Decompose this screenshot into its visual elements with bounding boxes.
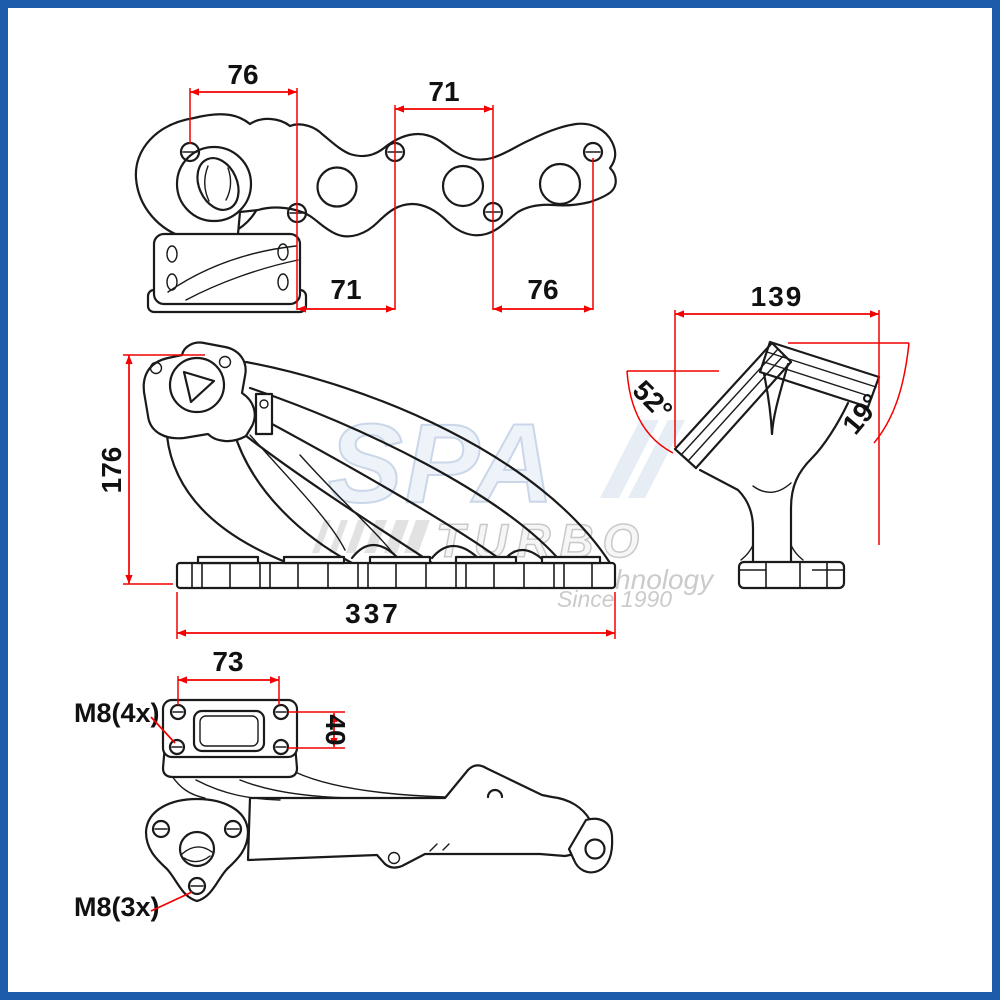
end-view-dimensions: 139 52° 19° (626, 281, 910, 545)
collector-merge-lines (171, 771, 446, 801)
dim-top-left-76: 76 (227, 59, 258, 90)
manifold-bottom-view: 73 40 M8(4x) M8(3x) (74, 646, 614, 922)
bracket-hole (259, 399, 269, 409)
watermark-slash-icon (628, 420, 685, 498)
outlet-port-detail (183, 855, 211, 863)
watermark-hatch-icon (312, 520, 430, 553)
base-flange-segments (739, 562, 844, 588)
label-thread-m8-4x: M8(4x) (74, 698, 160, 728)
leader-m8-3x (150, 891, 193, 912)
leader-m8-4x (150, 716, 176, 744)
inlet-vane-line (204, 165, 210, 202)
runner-pipe (698, 362, 850, 564)
turbo-flange-port-outer (192, 709, 266, 753)
flange-slot-hole (166, 245, 178, 263)
runner-tubes (165, 360, 612, 565)
runner-through-line (185, 259, 299, 301)
dim-top-mid-71: 71 (428, 76, 459, 107)
turbo-flange-port-inner (199, 715, 259, 747)
dim-bottom-right-76: 76 (527, 274, 558, 305)
body-lug-hole (387, 851, 401, 865)
dim-length-337: 337 (345, 598, 401, 629)
dim-height-176: 176 (96, 447, 127, 494)
end-view-base-flange (737, 560, 846, 590)
side-view-dimensions: 176 337 (96, 354, 616, 639)
rail-segments (191, 563, 593, 588)
end-tab-hole (584, 838, 606, 860)
bottom-view-dimensions: 73 40 M8(4x) M8(3x) (74, 646, 351, 922)
label-thread-m8-3x: M8(3x) (74, 892, 160, 922)
exhaust-port (538, 162, 582, 206)
outlet-port-detail (181, 846, 213, 855)
exhaust-port (441, 164, 485, 208)
manifold-side-view: 176 337 (96, 341, 617, 639)
outlet-port (178, 830, 216, 868)
dim-flange-width-73: 73 (212, 646, 243, 677)
inlet-vane-line (225, 167, 232, 201)
flange-slot-hole (166, 273, 178, 291)
rail-pads (196, 555, 602, 565)
head-flange-outline (134, 113, 617, 240)
flange-slot-hole (277, 273, 289, 291)
dim-angle-52: 52° (627, 374, 679, 426)
wastegate-flange-19 (758, 340, 881, 409)
inlet-triangle-mark (182, 370, 216, 404)
boss-bolt-hole (149, 361, 163, 375)
outlet-flange-bolt-holes (151, 819, 243, 896)
collector-flange-52 (673, 341, 793, 470)
dim-width-139: 139 (751, 281, 804, 312)
flange-slot-hole (277, 243, 289, 261)
bottom-view-body (246, 764, 595, 869)
exhaust-port (316, 166, 358, 208)
body-pad-hole (486, 788, 504, 799)
manifold-top-view: 76 71 71 76 (134, 59, 617, 314)
boss-bolt-hole (218, 355, 232, 369)
dim-bottom-mid-71: 71 (330, 274, 361, 305)
dim-flange-height-40: 40 (320, 714, 351, 745)
top-view-dimensions: 76 71 71 76 (189, 59, 594, 313)
turbo-flange-block (152, 232, 302, 306)
watermark-brand-text: SPA (328, 401, 556, 526)
watermark-slash-icon (600, 420, 659, 498)
